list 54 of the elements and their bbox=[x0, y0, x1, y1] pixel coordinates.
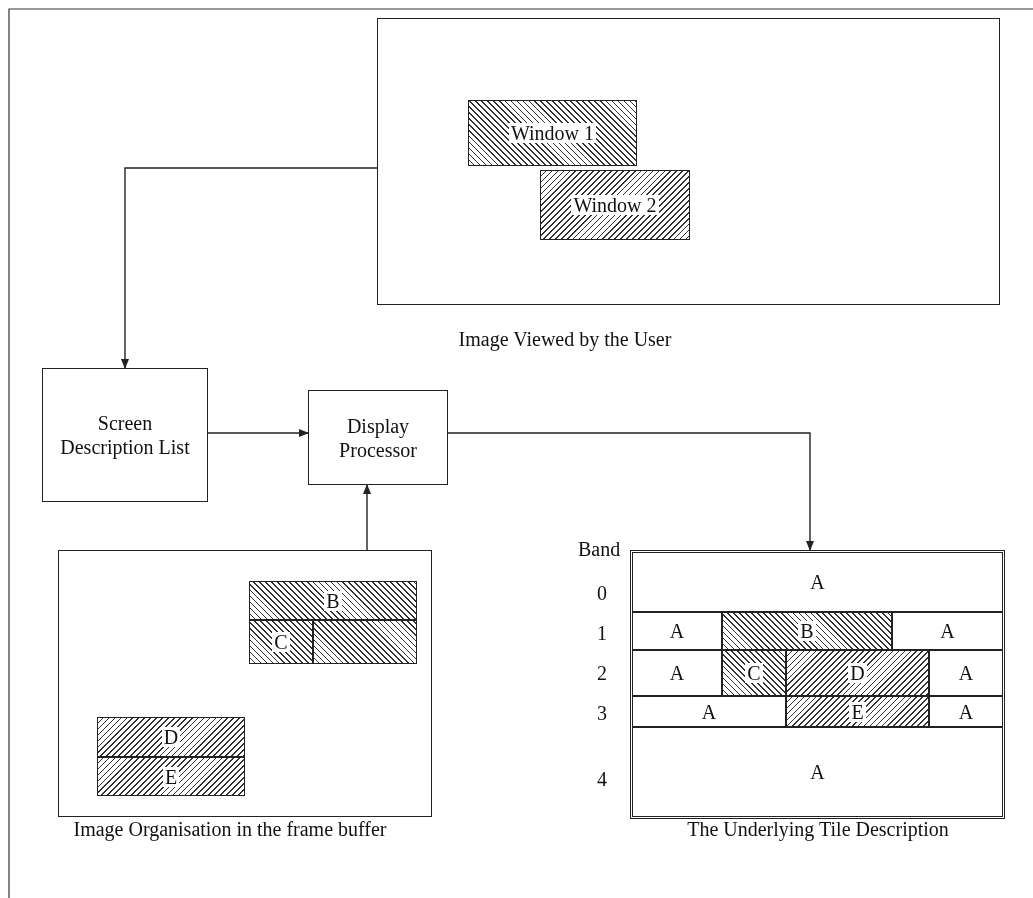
tile-letter: B bbox=[798, 621, 816, 641]
tile-rect bbox=[97, 717, 245, 757]
tile-letter: C bbox=[745, 663, 763, 683]
hatched-tile bbox=[722, 650, 786, 696]
tile-letter: B bbox=[324, 590, 342, 611]
band-number: 2 bbox=[597, 662, 607, 685]
hatched-tile bbox=[786, 650, 929, 696]
arrow bbox=[447, 432, 814, 551]
tile-letter: A bbox=[940, 619, 955, 643]
arrow bbox=[121, 167, 378, 369]
tile-letter: A bbox=[810, 570, 825, 594]
arrow bbox=[363, 484, 371, 551]
tile-rect bbox=[632, 612, 722, 650]
band-number: 1 bbox=[597, 622, 607, 645]
tile-rect bbox=[892, 612, 1003, 650]
tile-letter: A bbox=[810, 760, 825, 784]
tile-letter: D bbox=[848, 663, 867, 683]
tile-rect bbox=[313, 620, 417, 664]
tile-letter: E bbox=[162, 766, 180, 787]
caption-text: Image Viewed by the User bbox=[458, 328, 672, 351]
process-box bbox=[308, 390, 448, 485]
tile-rect bbox=[632, 650, 722, 696]
tile-letter: A bbox=[669, 661, 685, 685]
tile-letter: D bbox=[161, 727, 181, 747]
hatched-tile bbox=[786, 696, 929, 727]
tile-rect bbox=[632, 727, 1003, 817]
process-box bbox=[42, 368, 208, 502]
window-rect bbox=[468, 100, 637, 166]
tile-letter: A bbox=[958, 661, 974, 685]
tile-rect bbox=[929, 650, 1003, 696]
tile-letter: A bbox=[669, 619, 685, 643]
tile-letter: Window 1 bbox=[508, 123, 597, 143]
tile-rect bbox=[249, 581, 417, 620]
tile-rect bbox=[632, 552, 1003, 612]
tile-rect bbox=[632, 696, 786, 727]
tile-letter: C bbox=[272, 632, 290, 652]
box-label: Display Processor bbox=[338, 413, 418, 462]
tile-letter: Window 2 bbox=[571, 195, 659, 215]
tile-letter: A bbox=[701, 699, 717, 724]
tile-letter: E bbox=[849, 701, 866, 722]
tile-letter: A bbox=[958, 699, 974, 724]
band-number: 4 bbox=[597, 768, 607, 791]
band-number: 0 bbox=[597, 582, 607, 605]
hatched-tile bbox=[722, 612, 892, 650]
arrow bbox=[207, 429, 309, 437]
tile-rect bbox=[249, 620, 313, 664]
box-label: Screen Description List bbox=[59, 411, 191, 459]
band-number: 3 bbox=[597, 702, 607, 725]
caption-text: The Underlying Tile Description bbox=[687, 818, 949, 841]
tile-rect bbox=[97, 757, 245, 796]
window-rect bbox=[540, 170, 690, 240]
axis-title: Band bbox=[578, 538, 621, 561]
caption-text: Image Organisation in the frame buffer bbox=[73, 818, 387, 841]
tile-rect bbox=[929, 696, 1003, 727]
